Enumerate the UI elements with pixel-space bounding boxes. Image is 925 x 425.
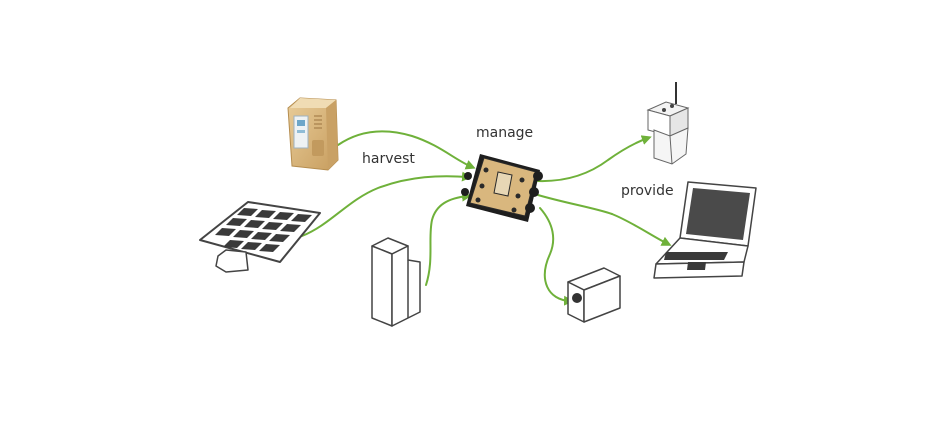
laptop-icon — [653, 181, 757, 279]
fuel-cell-icon — [287, 97, 339, 171]
battery-box-icon — [567, 267, 621, 323]
arrow-canister-to-manager — [425, 191, 472, 286]
label-provide: provide — [621, 183, 674, 199]
radio-icon — [646, 82, 690, 165]
fuel-canister-icon — [371, 237, 421, 327]
arrow-solar-to-manager — [301, 171, 472, 237]
label-manage: manage — [476, 125, 534, 141]
solar-panel-icon — [199, 201, 321, 273]
power-manager-icon — [461, 154, 543, 222]
arrow-manager-to-laptop — [537, 194, 613, 215]
arrow-manager-to-laptop-tail — [611, 213, 672, 246]
arrow-fuelcell-to-manager — [337, 130, 476, 170]
label-harvest: harvest — [362, 151, 415, 167]
arrow-manager-to-radio — [537, 135, 652, 183]
arrow-manager-to-battery — [539, 207, 574, 306]
connection-arrows — [301, 130, 672, 306]
